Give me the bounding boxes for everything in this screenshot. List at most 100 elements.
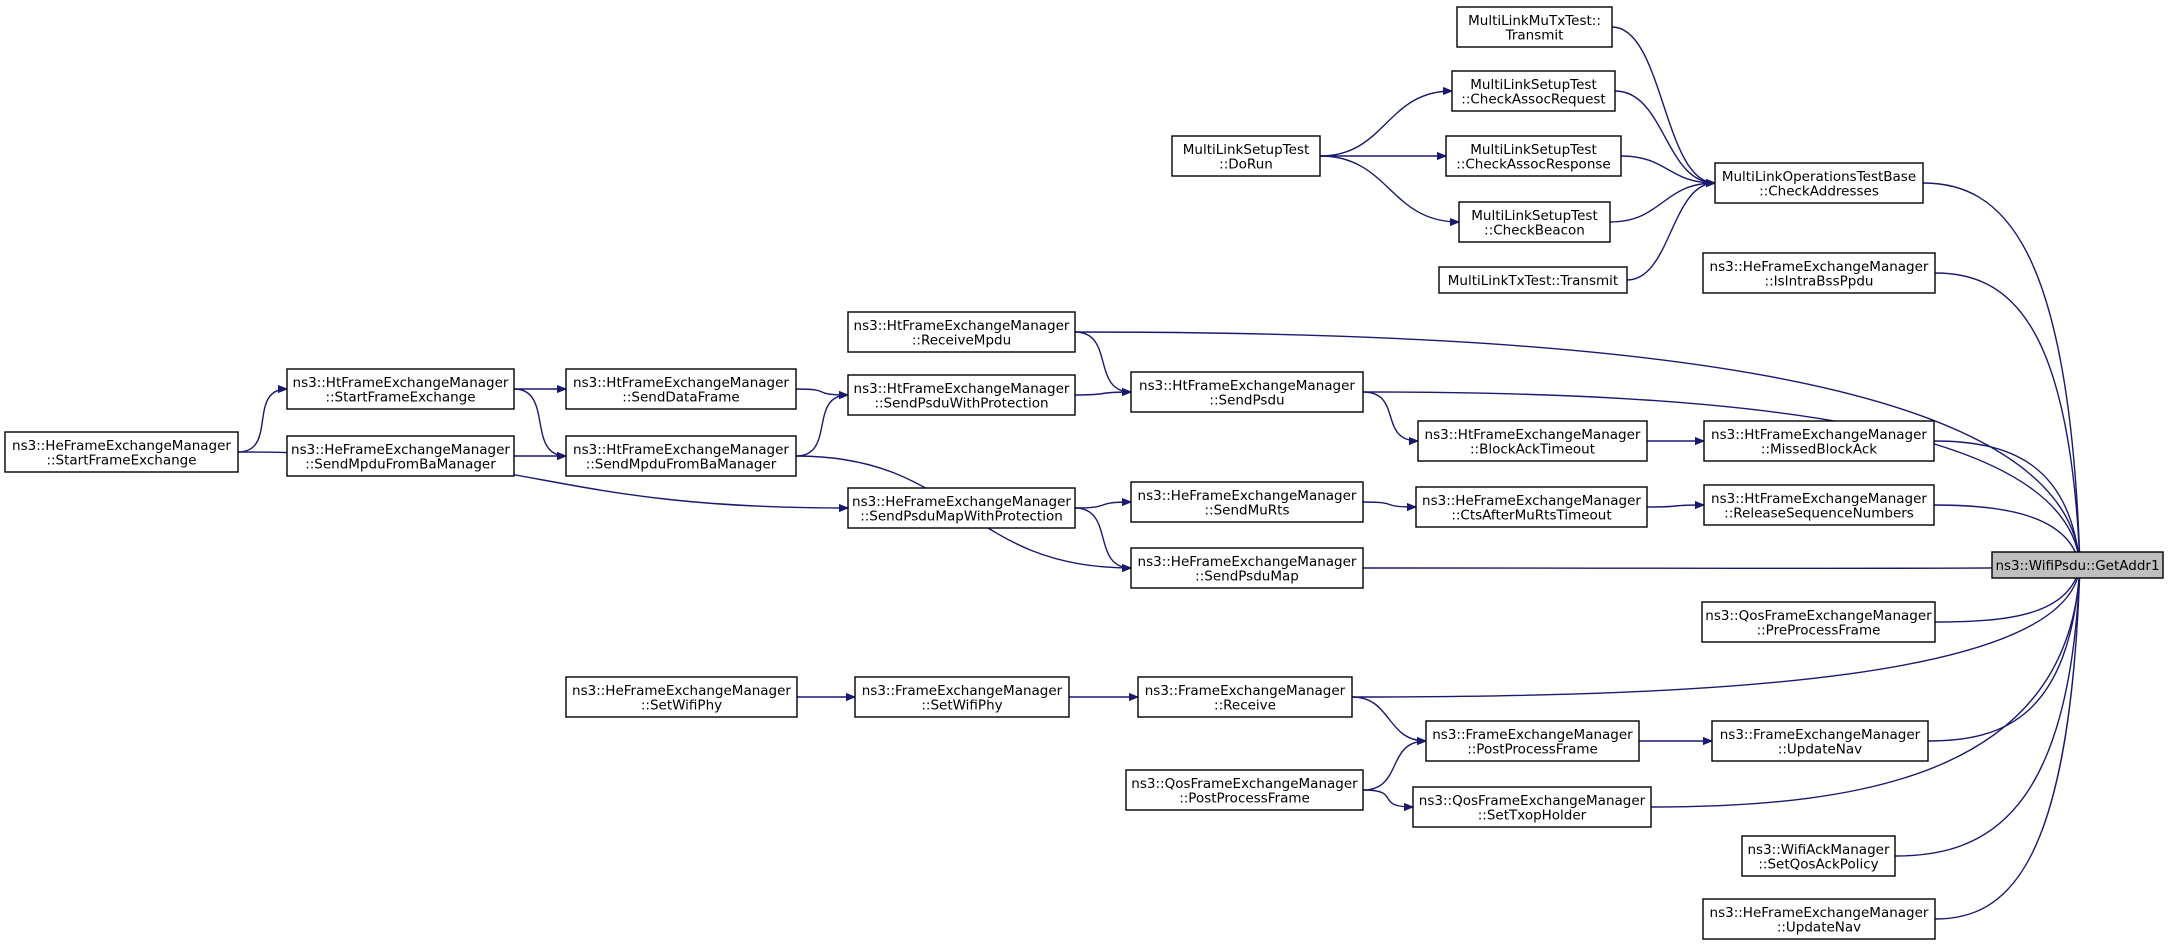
node-box <box>1415 486 1648 528</box>
node-ns3-heframeexchangemanager-sendmurts[interactable]: ns3::HeFrameExchangeManager::SendMuRts <box>1130 481 1364 523</box>
node-label-line: ns3::FrameExchangeManager <box>1720 727 1921 743</box>
node-multilinksetuptest-checkbeacon[interactable]: MultiLinkSetupTest::CheckBeacon <box>1458 201 1611 243</box>
node-ns3-heframeexchangemanager-sendmpdufrombamanager[interactable]: ns3::HeFrameExchangeManager::SendMpduFro… <box>286 435 515 477</box>
node-box <box>1702 898 1936 940</box>
node-label-line: ::MissedBlockAck <box>1761 441 1877 457</box>
node-label-line: ns3::HeFrameExchangeManager <box>1710 905 1929 921</box>
node-ns3-heframeexchangemanager-updatenav[interactable]: ns3::HeFrameExchangeManager::UpdateNav <box>1702 898 1936 940</box>
node-label-line: ::SendPsduWithProtection <box>874 395 1048 411</box>
node-box <box>565 676 798 718</box>
node-label-line: ns3::HtFrameExchangeManager <box>293 375 509 391</box>
edge-n5-to-n24 <box>1922 182 2080 566</box>
node-multilinkoperationstestbase-checkaddresses[interactable]: MultiLinkOperationsTestBase::CheckAddres… <box>1714 162 1924 204</box>
node-label-line: ::SetTxopHolder <box>1478 807 1587 823</box>
edge-n10-to-n16 <box>513 388 566 456</box>
node-multilinksetuptest-checkassocresponse[interactable]: MultiLinkSetupTest::CheckAssocResponse <box>1445 135 1622 177</box>
node-ns3-heframeexchangemanager-setwifiphy[interactable]: ns3::HeFrameExchangeManager::SetWifiPhy <box>565 676 798 718</box>
node-label-line: ns3::QosFrameExchangeManager <box>1419 793 1646 809</box>
node-ns3-htframeexchangemanager-sendpsduwithprotection[interactable]: ns3::HtFrameExchangeManager::SendPsduWit… <box>847 374 1076 416</box>
node-label-line: ns3::HtFrameExchangeManager <box>1139 378 1355 394</box>
node-label-line: ns3::QosFrameExchangeManager <box>1131 776 1358 792</box>
node-ns3-frameexchangemanager-postprocessframe[interactable]: ns3::FrameExchangeManager::PostProcessFr… <box>1425 720 1640 762</box>
node-label-line: ns3::HeFrameExchangeManager <box>1422 493 1641 509</box>
node-box <box>1125 769 1364 811</box>
node-ns3-wifiackmanager-setqosackpolicy[interactable]: ns3::WifiAckManager::SetQosAckPolicy <box>1741 835 1896 877</box>
node-box <box>847 487 1076 529</box>
node-label-line: ns3::HtFrameExchangeManager <box>573 442 789 458</box>
node-box <box>286 368 515 410</box>
node-multilinktxtest-transmit[interactable]: MultiLinkTxTest::Transmit <box>1438 266 1628 294</box>
node-label-line: MultiLinkSetupTest <box>1470 142 1597 158</box>
node-ns3-heframeexchangemanager-sendpsdumap[interactable]: ns3::HeFrameExchangeManager::SendPsduMap <box>1130 547 1364 589</box>
node-box <box>1137 676 1353 718</box>
node-label-line: ::StartFrameExchange <box>325 389 475 405</box>
edge-n23-to-n24 <box>1362 566 2080 568</box>
node-layer: MultiLinkMuTxTest::TransmitMultiLinkSetu… <box>4 6 2164 940</box>
node-box <box>1130 547 1364 589</box>
node-label-line: ns3::QosFrameExchangeManager <box>1705 608 1932 624</box>
node-label-line: ::CtsAfterMuRtsTimeout <box>1451 507 1611 523</box>
edge-n7-to-n5 <box>1626 183 1715 281</box>
node-label-line: MultiLinkSetupTest <box>1470 77 1597 93</box>
edge-n12-to-n13 <box>1074 392 1131 395</box>
node-label-line: ns3::HeFrameExchangeManager <box>12 438 231 454</box>
node-ns3-frameexchangemanager-receive[interactable]: ns3::FrameExchangeManager::Receive <box>1137 676 1353 718</box>
node-box <box>847 311 1076 353</box>
node-label-line: ::SendPsdu <box>1209 392 1284 408</box>
node-box <box>565 435 797 477</box>
edge-n28-to-n29 <box>1351 696 1426 741</box>
node-label-line: ::ReceiveMpdu <box>912 332 1011 348</box>
edge-n8-to-n24 <box>1934 272 2080 566</box>
node-label-line: ns3::HeFrameExchangeManager <box>291 442 510 458</box>
node-ns3-htframeexchangemanager-releasesequencenumbers[interactable]: ns3::HtFrameExchangeManager::ReleaseSequ… <box>1703 484 1935 526</box>
node-box <box>1130 371 1364 413</box>
node-box <box>1458 201 1611 243</box>
node-ns3-heframeexchangemanager-ctsaftermurtstimeout[interactable]: ns3::HeFrameExchangeManager::CtsAfterMuR… <box>1415 486 1648 528</box>
node-ns3-htframeexchangemanager-sendpsdu[interactable]: ns3::HtFrameExchangeManager::SendPsdu <box>1130 371 1364 413</box>
node-ns3-wifipsdu-getaddr1[interactable]: ns3::WifiPsdu::GetAddr1 <box>1991 551 2164 579</box>
node-ns3-heframeexchangemanager-sendpsdumapwithprotection[interactable]: ns3::HeFrameExchangeManager::SendPsduMap… <box>847 487 1076 529</box>
node-ns3-qosframeexchangemanager-settxopholder[interactable]: ns3::QosFrameExchangeManager::SetTxopHol… <box>1412 786 1652 828</box>
node-ns3-htframeexchangemanager-senddataframe[interactable]: ns3::HtFrameExchangeManager::SendDataFra… <box>565 368 797 410</box>
node-label-line: ::BlockAckTimeout <box>1470 441 1595 457</box>
node-ns3-htframeexchangemanager-blockacktimeout[interactable]: ns3::HtFrameExchangeManager::BlockAckTim… <box>1417 420 1648 462</box>
node-box <box>1741 835 1896 877</box>
node-label-line: ns3::HeFrameExchangeManager <box>1710 259 1929 275</box>
node-label-line: ::SendMuRts <box>1204 502 1289 518</box>
node-label-line: ns3::HtFrameExchangeManager <box>1711 427 1927 443</box>
node-ns3-heframeexchangemanager-isintrabssppdu[interactable]: ns3::HeFrameExchangeManager::IsIntraBssP… <box>1702 252 1936 294</box>
node-box <box>1703 420 1935 462</box>
node-multilinksetuptest-dorun[interactable]: MultiLinkSetupTest::DoRun <box>1171 135 1321 177</box>
node-ns3-frameexchangemanager-setwifiphy[interactable]: ns3::FrameExchangeManager::SetWifiPhy <box>854 676 1070 718</box>
edge-n20-to-n21 <box>1362 501 1416 507</box>
node-ns3-heframeexchangemanager-startframeexchange[interactable]: ns3::HeFrameExchangeManager::StartFrameE… <box>4 431 239 473</box>
node-ns3-htframeexchangemanager-sendmpdufrombamanager[interactable]: ns3::HtFrameExchangeManager::SendMpduFro… <box>565 435 797 477</box>
node-label-line: ::IsIntraBssPpdu <box>1765 273 1874 289</box>
node-ns3-htframeexchangemanager-missedblockack[interactable]: ns3::HtFrameExchangeManager::MissedBlock… <box>1703 420 1935 462</box>
edge-n9-to-n24 <box>1074 331 2080 566</box>
node-ns3-htframeexchangemanager-receivempdu[interactable]: ns3::HtFrameExchangeManager::ReceiveMpdu <box>847 311 1076 353</box>
node-box <box>1171 135 1321 177</box>
node-label-line: ::SendPsduMapWithProtection <box>860 508 1063 524</box>
node-multilinksetuptest-checkassocrequest[interactable]: MultiLinkSetupTest::CheckAssocRequest <box>1451 70 1616 112</box>
edge-n31-to-n29 <box>1362 741 1426 791</box>
node-ns3-qosframeexchangemanager-postprocessframe[interactable]: ns3::QosFrameExchangeManager::PostProces… <box>1125 769 1364 811</box>
node-label-line: ns3::HtFrameExchangeManager <box>854 318 1070 334</box>
edge-n4-to-n5 <box>1620 155 1715 183</box>
node-label-line: ns3::HeFrameExchangeManager <box>1138 554 1357 570</box>
node-label-line: MultiLinkMuTxTest:: <box>1468 13 1601 29</box>
node-ns3-htframeexchangemanager-startframeexchange[interactable]: ns3::HtFrameExchangeManager::StartFrameE… <box>286 368 515 410</box>
node-label-line: MultiLinkTxTest::Transmit <box>1448 273 1618 289</box>
edge-n25-to-n24 <box>1934 566 2080 623</box>
edge-n18-to-n24 <box>1933 440 2080 566</box>
node-multilinkmutxtest-transmit[interactable]: MultiLinkMuTxTest::Transmit <box>1456 6 1613 48</box>
node-label-line: ::SendMpduFromBaManager <box>586 456 777 472</box>
node-label-line: ns3::WifiAckManager <box>1748 842 1890 858</box>
node-ns3-qosframeexchangemanager-preprocessframe[interactable]: ns3::QosFrameExchangeManager::PreProcess… <box>1701 601 1936 643</box>
edge-n28-to-n24 <box>1351 566 2080 698</box>
edge-n16-to-n12 <box>795 395 848 457</box>
node-label-line: ::PreProcessFrame <box>1757 622 1881 638</box>
node-label-line: ::UpdateNav <box>1777 919 1861 935</box>
node-ns3-frameexchangemanager-updatenav[interactable]: ns3::FrameExchangeManager::UpdateNav <box>1711 720 1929 762</box>
